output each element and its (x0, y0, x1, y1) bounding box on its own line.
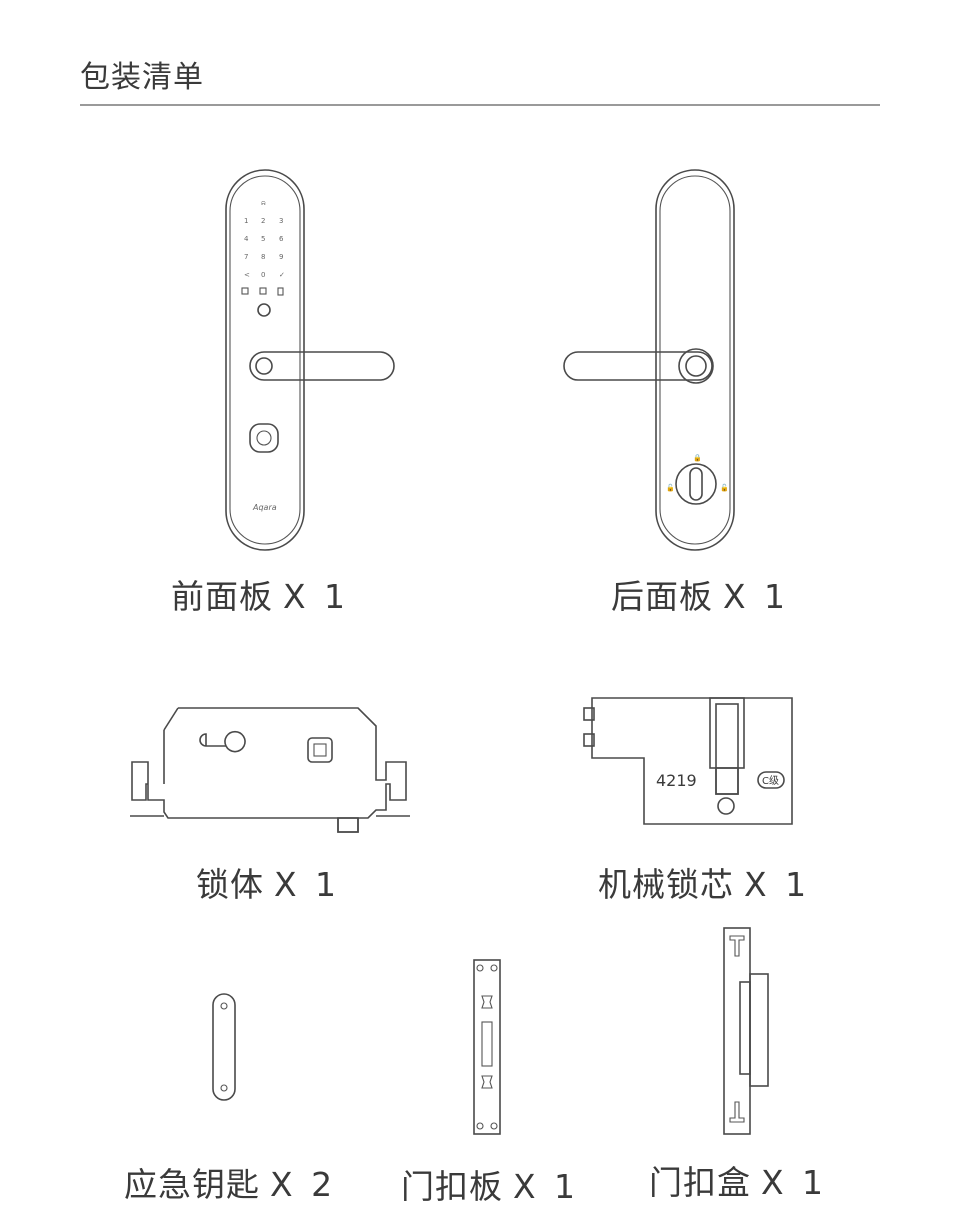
svg-text:C级: C级 (762, 775, 779, 787)
svg-text:0: 0 (261, 271, 265, 279)
svg-text:🔓: 🔓 (666, 483, 675, 492)
svg-text:8: 8 (261, 253, 265, 261)
status-icons (241, 287, 284, 296)
svg-text:4: 4 (244, 235, 249, 243)
back-panel-illustration: 🔒 🔓 🔓 (563, 169, 735, 551)
handle (249, 351, 395, 381)
keyhole-icon (199, 730, 246, 753)
keypad: 1 2 3 4 5 6 7 8 9 < 0 ✓ (244, 217, 285, 279)
thumb-turn-knob: 🔒 🔓 🔓 (666, 454, 729, 505)
cylinder-code: 4219 (656, 771, 697, 790)
lock-cylinder-illustration: 4219 C级 (583, 697, 793, 825)
sensor-icon (257, 303, 271, 317)
fingerprint-sensor-icon (249, 423, 279, 453)
square-spindle-hole-icon (307, 737, 333, 763)
page-title: 包装清单 (80, 60, 204, 95)
svg-text:🔒: 🔒 (693, 454, 702, 462)
svg-text:5: 5 (261, 235, 265, 243)
bell-icon: ⍾ (261, 199, 266, 207)
grade-badge (757, 771, 785, 789)
front-panel-illustration: ⍾ 1 2 3 4 5 6 7 8 9 < 0 ✓ Aqara (225, 169, 395, 551)
brand-logo: Aqara (252, 503, 277, 512)
lock-body-illustration (130, 707, 410, 833)
strike-box-illustration (723, 927, 769, 1135)
handle (563, 351, 713, 381)
svg-text:🔓: 🔓 (720, 483, 729, 492)
svg-text:9: 9 (279, 253, 283, 261)
svg-text:7: 7 (244, 253, 248, 261)
svg-text:6: 6 (279, 235, 284, 243)
svg-text:✓: ✓ (279, 271, 285, 279)
strike-plate-illustration (473, 959, 501, 1135)
svg-text:2: 2 (261, 217, 265, 225)
svg-text:1: 1 (244, 217, 248, 225)
svg-text:3: 3 (279, 217, 283, 225)
emergency-key-illustration (212, 993, 236, 1101)
svg-text:<: < (244, 271, 250, 279)
title-divider (80, 104, 880, 106)
